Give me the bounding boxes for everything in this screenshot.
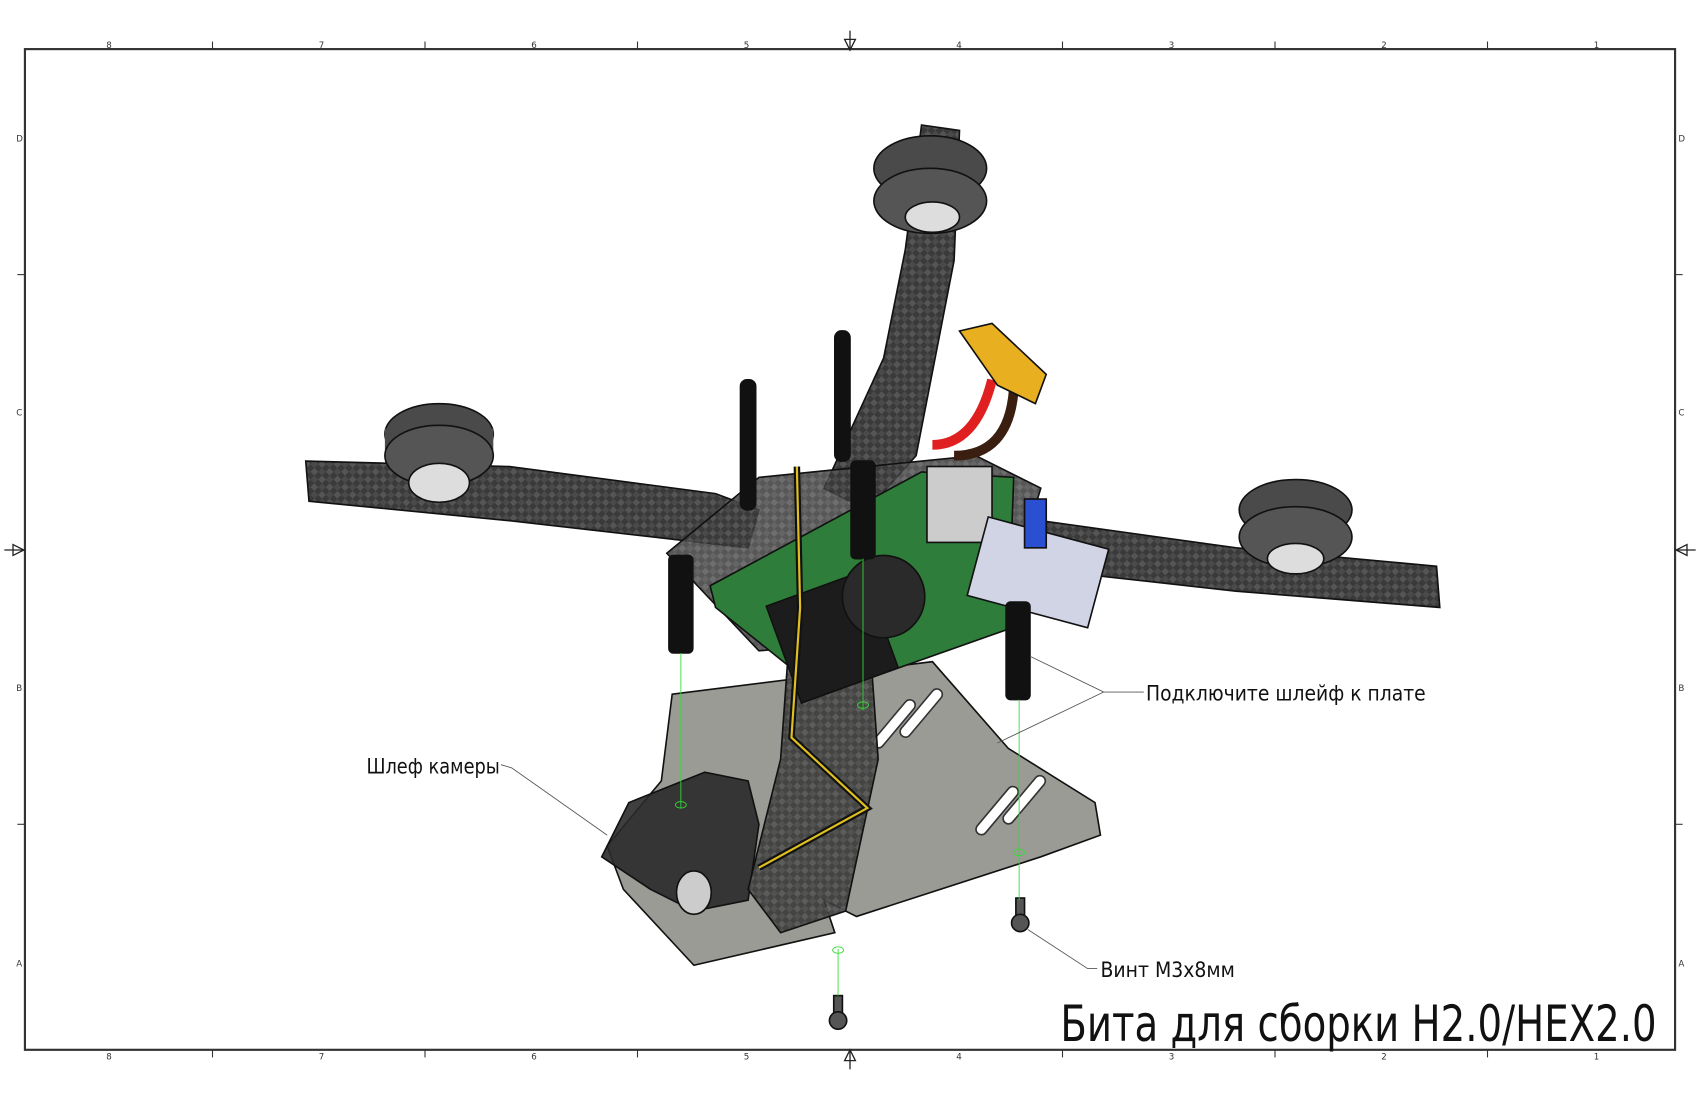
zone-col-6: 6 <box>531 1053 537 1063</box>
callout-camera-ribbon: Шлеф камеры <box>366 754 499 779</box>
zone-col-3: 3 <box>1169 41 1175 51</box>
row-labels: D C B A D C B A <box>16 134 1685 969</box>
standoff <box>850 460 876 560</box>
zone-row-b: B <box>1678 684 1684 694</box>
motor-left <box>384 402 495 504</box>
zone-col-4: 4 <box>956 1053 962 1063</box>
screw-m3x8 <box>828 994 848 1031</box>
cooling-fan <box>841 554 926 639</box>
camera-mount <box>600 771 760 912</box>
callout-connect-ribbon: Подключите шлейф к плате <box>1146 682 1426 707</box>
battery-wire-black <box>953 390 1019 461</box>
screw-m3x8 <box>1010 897 1030 933</box>
column-labels-bottom: 8 7 6 5 4 3 2 1 <box>106 1053 1599 1063</box>
zone-row-c: C <box>16 409 22 419</box>
usb-port <box>926 465 993 544</box>
xt60-connector <box>958 322 1048 405</box>
callout-screw: Винт М3х8мм <box>1100 958 1234 983</box>
zone-col-8: 8 <box>106 41 112 51</box>
standoff <box>739 378 757 511</box>
motor-front <box>873 135 988 235</box>
motor-right <box>1238 478 1353 575</box>
column-labels-top: 8 7 6 5 4 3 2 1 <box>106 41 1599 51</box>
zone-col-3: 3 <box>1169 1053 1175 1063</box>
zone-ticks <box>17 41 1683 1058</box>
zone-col-5: 5 <box>744 41 750 51</box>
zone-col-2: 2 <box>1381 41 1387 51</box>
zone-row-a: A <box>16 959 22 969</box>
zone-col-7: 7 <box>319 41 325 51</box>
zone-col-6: 6 <box>531 41 537 51</box>
zone-row-d: D <box>1678 134 1685 144</box>
standoff <box>1005 601 1031 701</box>
zone-col-2: 2 <box>1381 1053 1387 1063</box>
zone-col-5: 5 <box>744 1053 750 1063</box>
zone-col-4: 4 <box>956 41 962 51</box>
centering-arrows <box>4 30 1696 1070</box>
zone-row-a: A <box>1678 959 1684 969</box>
standoff <box>668 554 694 654</box>
zone-row-c: C <box>1678 409 1684 419</box>
zone-row-b: B <box>16 684 22 694</box>
zone-row-d: D <box>16 134 23 144</box>
zone-col-1: 1 <box>1594 1053 1600 1063</box>
drone-assembly <box>304 124 1441 1031</box>
leader-lines <box>500 655 1144 969</box>
zone-col-1: 1 <box>1594 41 1600 51</box>
zone-col-8: 8 <box>106 1053 112 1063</box>
sheet-title: Бита для сборки H2.0/HEX2.0 <box>1060 995 1656 1053</box>
battery-wire-red <box>932 378 997 450</box>
zone-col-7: 7 <box>319 1053 325 1063</box>
standoff <box>834 330 851 462</box>
